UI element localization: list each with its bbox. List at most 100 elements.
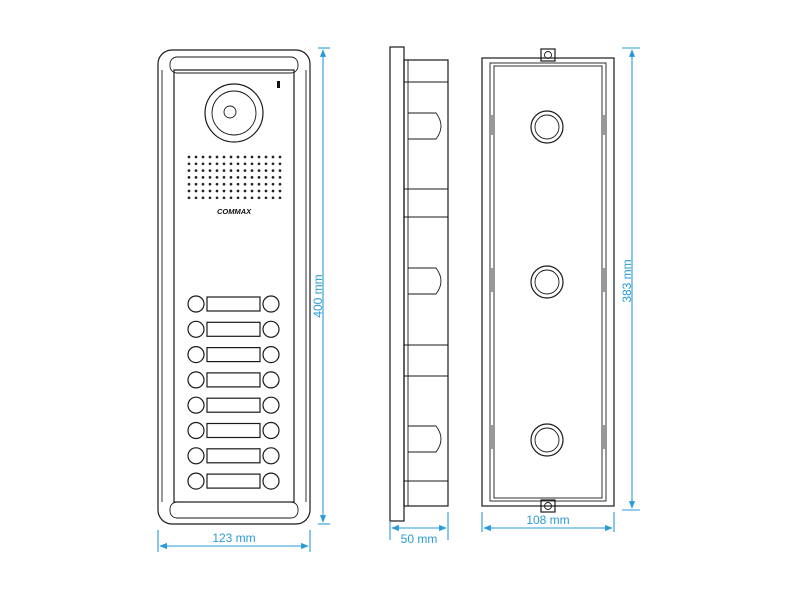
side-view [389, 46, 449, 522]
call-button-left[interactable] [187, 472, 205, 490]
grill-hole [236, 182, 240, 186]
grill-hole [264, 155, 268, 159]
brand-logo: COMMAX [217, 207, 252, 216]
grill-hole [257, 182, 261, 186]
grill-hole [222, 182, 226, 186]
grill-hole [278, 155, 282, 159]
dimension-side-depth: 50 mm [389, 512, 449, 546]
side-depth-label: 50 mm [401, 532, 438, 546]
grill-hole [187, 162, 191, 166]
call-button-left[interactable] [187, 447, 205, 465]
grill-hole [236, 189, 240, 193]
call-button-left[interactable] [187, 421, 205, 440]
grill-hole [222, 176, 226, 179]
front-face-panel [173, 69, 295, 503]
dimension-front-height: 400 mm [311, 47, 330, 525]
grill-hole [257, 189, 261, 193]
grill-hole [278, 169, 282, 172]
grill-hole [215, 196, 219, 200]
front-top-cap [169, 56, 299, 74]
grill-hole [201, 162, 205, 166]
name-plate [206, 422, 261, 439]
grill-hole [264, 162, 268, 166]
grill-hole [201, 182, 205, 186]
grill-hole [264, 169, 268, 172]
call-button-right[interactable] [262, 346, 280, 364]
grill-hole [236, 176, 240, 179]
grill-hole [236, 169, 240, 172]
grill-hole [201, 155, 205, 159]
grill-hole [187, 189, 191, 193]
call-button-right[interactable] [262, 472, 280, 490]
grill-hole [250, 155, 254, 159]
call-button-left[interactable] [187, 320, 205, 338]
mounting-hole-bottom [530, 423, 564, 457]
call-button-right[interactable] [262, 295, 280, 313]
grill-hole [222, 189, 226, 193]
call-button-left[interactable] [187, 295, 205, 313]
grill-hole [215, 176, 219, 179]
grill-hole [271, 176, 275, 179]
grill-hole [278, 176, 282, 179]
grill-hole [243, 176, 247, 179]
grill-hole [271, 189, 275, 193]
grill-hole [201, 189, 205, 193]
grill-hole [250, 162, 254, 166]
grill-hole [201, 176, 205, 179]
screw-tab-bottom [540, 499, 556, 513]
grill-hole [236, 162, 240, 166]
call-button-right[interactable] [262, 421, 280, 440]
grill-hole [194, 155, 198, 159]
name-plate [206, 473, 261, 489]
side-knockout-bottom [408, 425, 442, 453]
grill-hole [250, 169, 254, 172]
grill-hole [278, 182, 282, 186]
call-button-left[interactable] [187, 346, 205, 364]
front-bottom-cap [169, 501, 299, 519]
grill-hole [257, 169, 261, 172]
grill-hole [187, 196, 191, 200]
grill-hole [208, 196, 212, 200]
side-knockout-middle [408, 267, 442, 295]
grill-hole [201, 196, 205, 200]
grill-hole [236, 196, 240, 200]
name-plate [206, 347, 261, 363]
grill-hole [271, 155, 275, 159]
grill-hole [264, 182, 268, 186]
grill-hole [229, 196, 233, 200]
grill-hole [208, 169, 212, 172]
call-button-right[interactable] [262, 320, 280, 338]
call-button-right[interactable] [262, 447, 280, 465]
grill-hole [187, 169, 191, 172]
call-button-right[interactable] [262, 396, 280, 414]
call-button-left[interactable] [187, 396, 205, 414]
grill-hole [264, 189, 268, 193]
grill-hole [250, 182, 254, 186]
call-button-right[interactable] [262, 371, 280, 389]
grill-hole [215, 169, 219, 172]
grill-hole [271, 196, 275, 200]
dimension-back-width: 108 mm [481, 512, 615, 532]
grill-hole [257, 162, 261, 166]
grill-hole [243, 182, 247, 186]
grill-hole [257, 196, 261, 200]
grill-hole [229, 176, 233, 179]
grill-hole [257, 176, 261, 179]
grill-hole [201, 169, 205, 172]
grill-hole [243, 155, 247, 159]
grill-hole [194, 162, 198, 166]
grill-hole [278, 189, 282, 193]
grill-hole [250, 196, 254, 200]
mounting-hole-middle [530, 265, 564, 299]
led-indicator [277, 81, 280, 88]
grill-hole [194, 169, 198, 172]
grill-hole [215, 182, 219, 186]
grill-hole [208, 155, 212, 159]
call-button-left[interactable] [187, 371, 205, 389]
grill-hole [194, 182, 198, 186]
back-box-outer [481, 57, 615, 507]
grill-hole [215, 155, 219, 159]
grill-hole [229, 169, 233, 172]
screw-tab-top [540, 48, 556, 62]
grill-hole [229, 155, 233, 159]
